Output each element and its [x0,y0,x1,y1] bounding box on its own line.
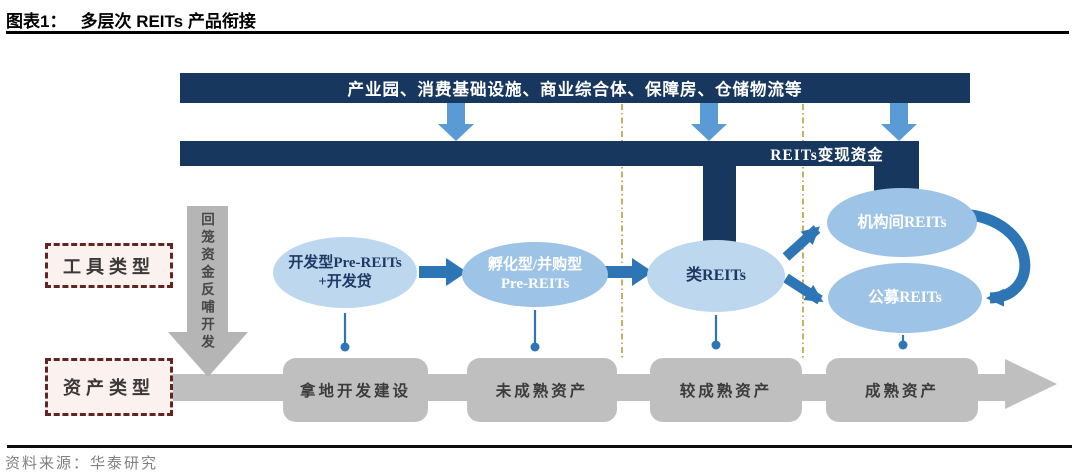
page-title: 多层次 REITs 产品衔接 [80,12,256,31]
recycle-funds-arrow-icon [168,206,248,377]
asset-stage-box: 拿地开发建设 [283,358,428,422]
branch-arrow-up-icon [782,225,821,261]
node-label: 孵化型/并购型 [487,256,583,273]
node-institutional-reits: 机构间REITs [827,188,977,257]
reits-funds-bar [180,141,919,166]
tool-asset-connectors [343,310,905,343]
footer-divider [7,445,1072,448]
asset-sources-bar: 产业园、消费基础设施、商业综合体、保障房、仓储物流等 [180,73,970,103]
figure-label: 图表1： [6,12,67,31]
asset-stage-label: 未成熟资产 [495,383,589,400]
node-dev-pre-reits: 开发型Pre-REITs +开发贷 [273,237,417,308]
source-note: 资料来源：华泰研究 [5,456,159,472]
asset-stage-label: 拿地开发建设 [299,383,411,400]
asset-stage-label: 成熟资产 [864,383,939,400]
flow-arrow-icon [604,258,653,286]
asset-flow-arrowhead-icon [1005,359,1057,409]
asset-type-label-box: 资产类型 [45,358,173,416]
reits-funds-label: REITs变现资金 [770,146,884,164]
funds-column-to-institutional-reits [874,164,919,192]
node-label: +开发贷 [318,273,372,290]
funds-column-to-quasi-reits [703,164,736,245]
flow-arrow-icon [419,258,467,286]
connector-dots [340,340,908,352]
node-label: 机构间REITs [857,213,947,231]
down-arrow-icon [881,103,917,141]
node-label: 公募REITs [868,289,942,307]
node-label: 开发型Pre-REITs [288,254,402,271]
title-underline [6,31,1069,34]
asset-sources-label: 产业园、消费基础设施、商业综合体、保障房、仓储物流等 [347,80,803,99]
node-label: Pre-REITs [500,275,570,292]
figure-header: 图表1： 多层次 REITs 产品衔接 [6,7,1006,32]
tool-type-label-box: 工具类型 [45,243,173,288]
asset-stage-label: 较成熟资产 [679,383,773,400]
asset-type-label: 资产类型 [63,378,155,398]
recycle-funds-label: 回笼资金反哺开发 [199,212,214,352]
asset-stage-box: 较成熟资产 [650,358,802,422]
asset-stage-box: 未成熟资产 [467,358,617,422]
down-arrow-icon [438,103,474,141]
tool-type-label: 工具类型 [63,256,155,277]
node-incubator-pre-reits: 孵化型/并购型 Pre-REITs [462,242,608,307]
cycle-arrow-icon [962,208,1031,307]
down-arrow-icon [691,103,727,141]
node-public-reits: 公募REITs [828,263,982,333]
asset-stage-box: 成熟资产 [826,358,978,422]
node-label: 类REITs [686,267,746,284]
node-quasi-reits: 类REITs [647,240,785,312]
branch-arrow-down-icon [783,273,824,305]
